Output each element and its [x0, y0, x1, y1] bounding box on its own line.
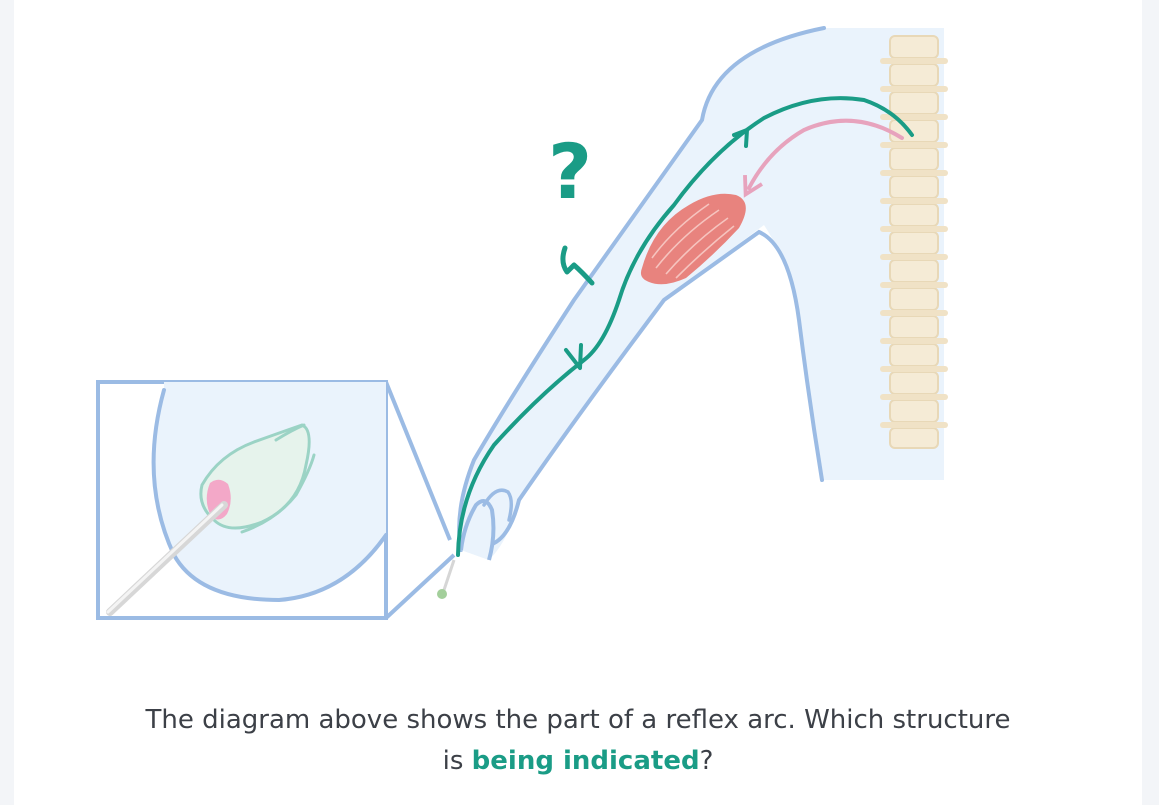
- question-line-2-suffix: ?: [699, 746, 714, 776]
- highlighted-phrase: being indicated: [471, 746, 700, 776]
- fingertip-zoom-inset: [96, 380, 388, 620]
- question-card: ? The diagram above shows the part of a …: [14, 0, 1142, 805]
- question-line-1: The diagram above shows the part of a re…: [145, 705, 1011, 735]
- motor-neuron-icon: [743, 118, 904, 198]
- question-mark: ?: [548, 127, 592, 216]
- arm-illustration: [457, 26, 944, 561]
- question-line-2-prefix: is: [442, 746, 472, 776]
- question-text: The diagram above shows the part of a re…: [14, 700, 1142, 782]
- zoom-connector: [384, 381, 456, 620]
- reflex-arc-diagram: ?: [96, 26, 948, 620]
- muscle-icon: [640, 193, 746, 285]
- sensory-neuron-icon: ?: [456, 96, 914, 557]
- spinal-column-icon: [880, 35, 948, 449]
- question-line-2: is being indicated?: [14, 741, 1142, 782]
- cotton-swab-stick: [437, 559, 456, 599]
